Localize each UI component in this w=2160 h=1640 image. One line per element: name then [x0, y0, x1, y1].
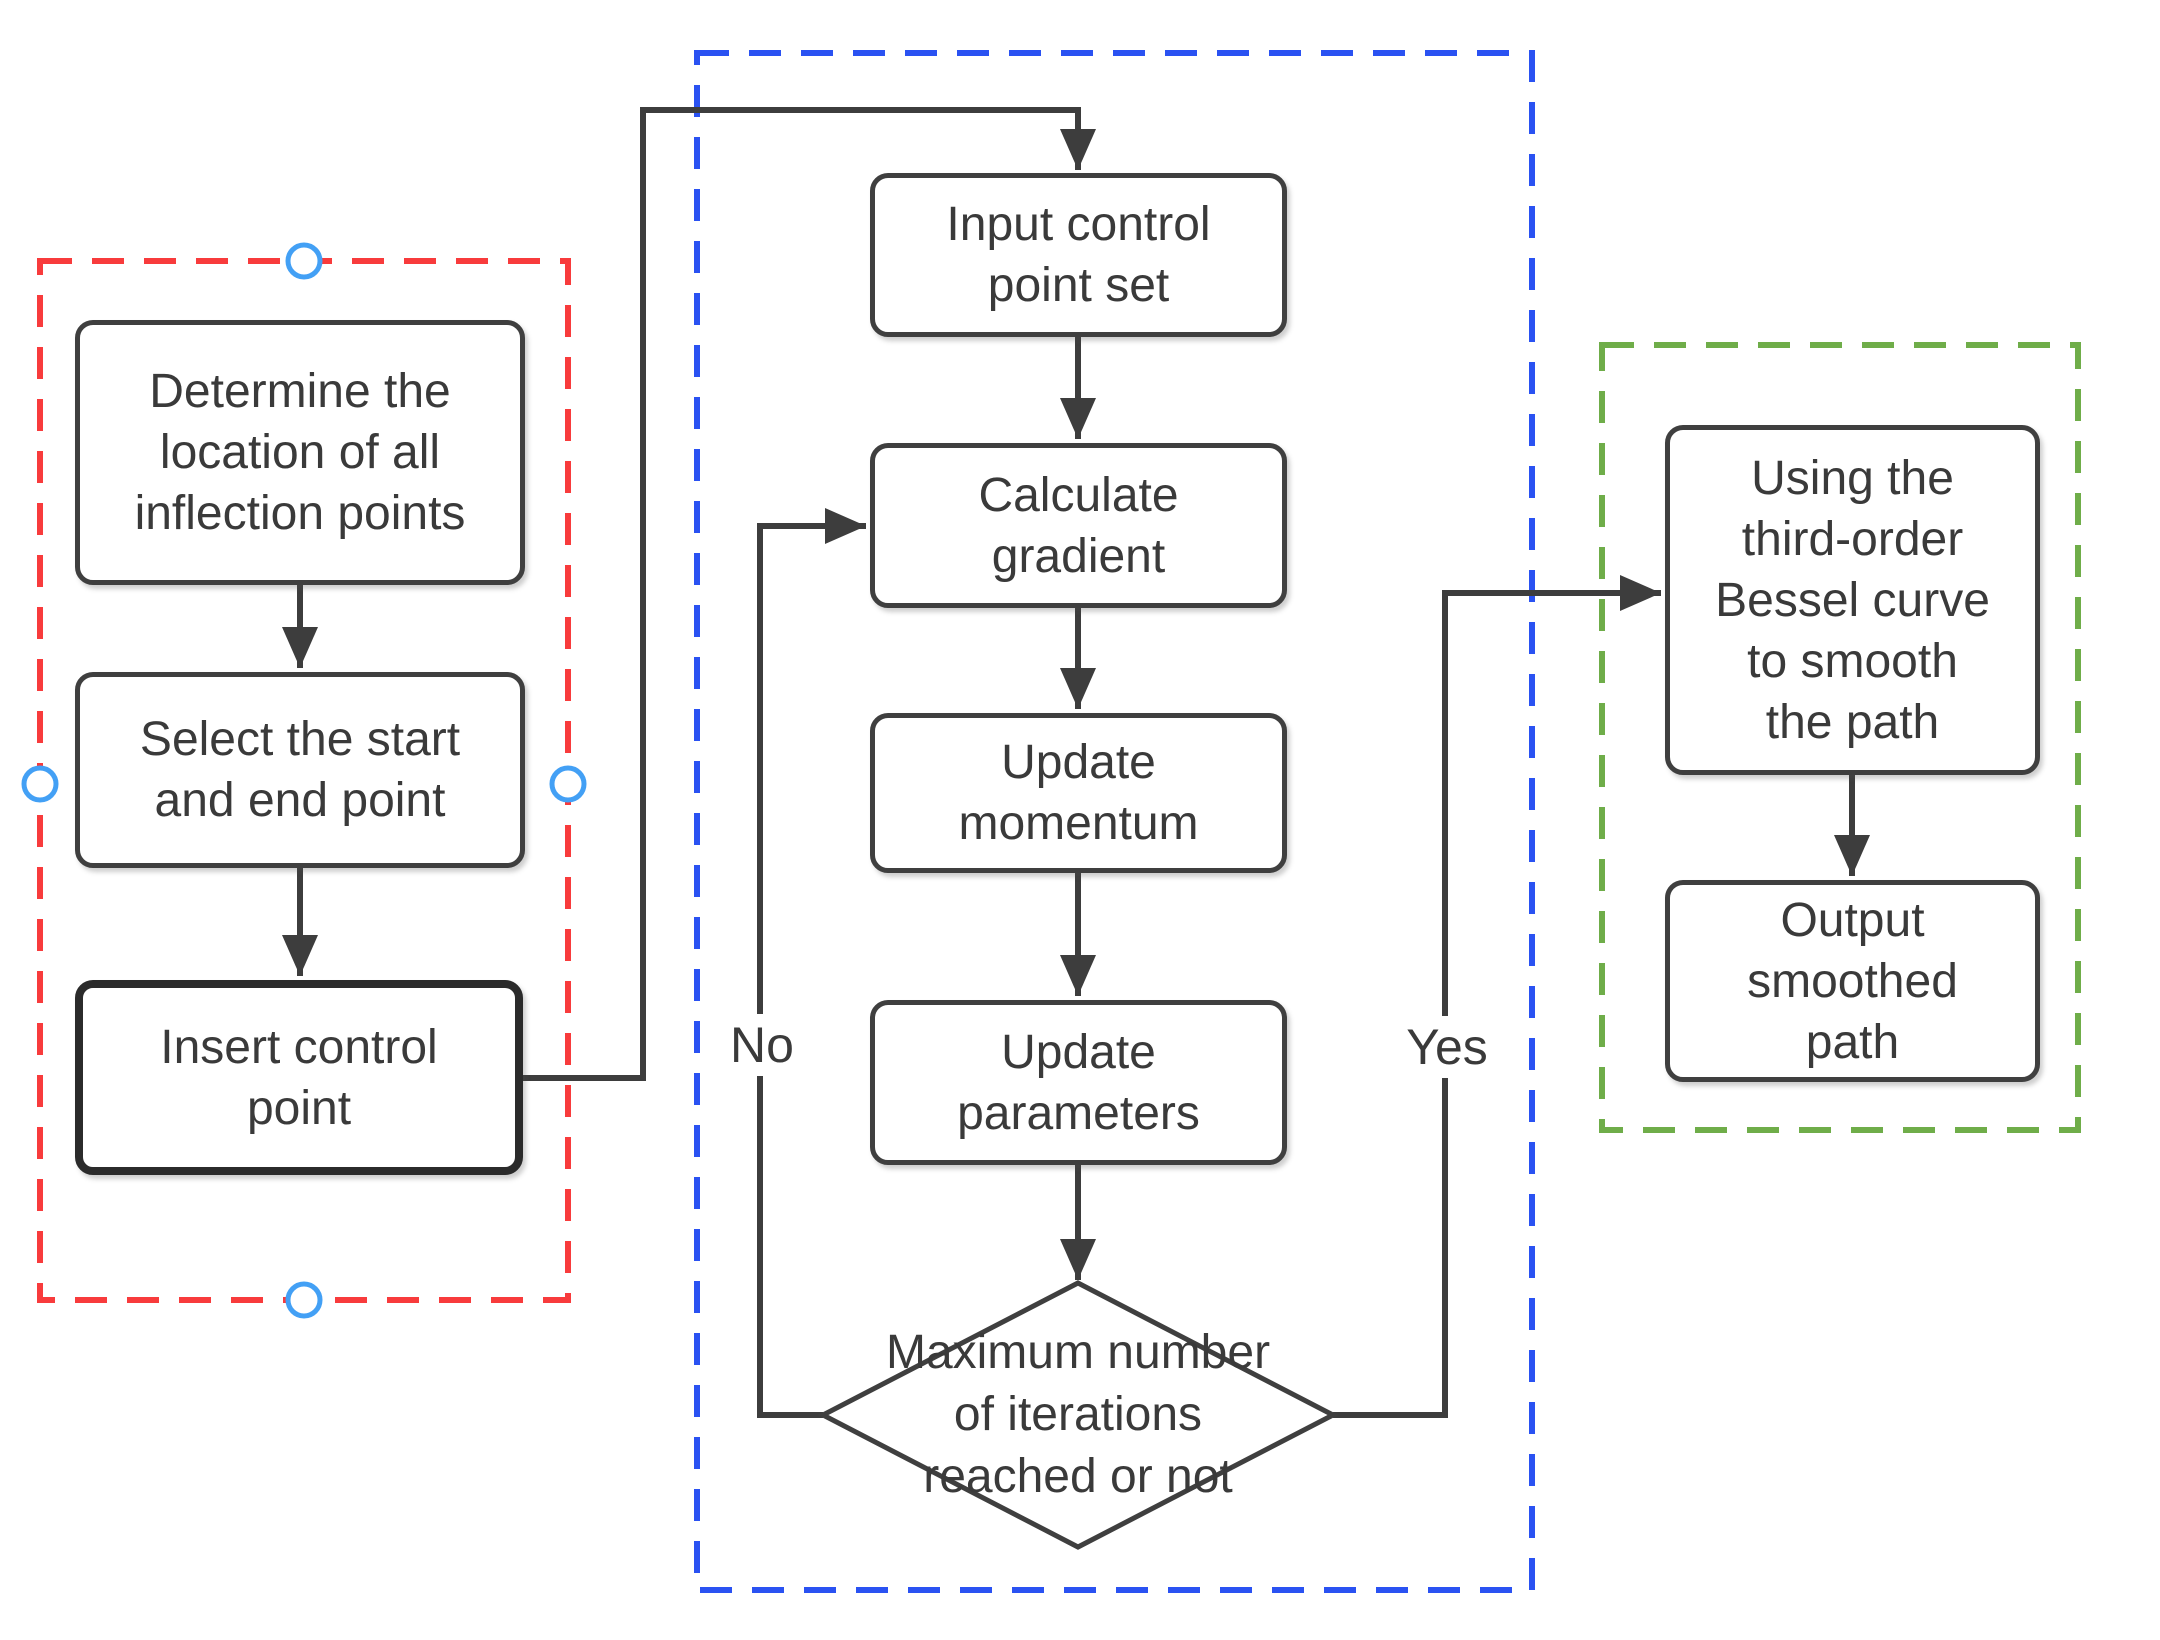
node-select-start-end-point[interactable]: Select the start and end point — [75, 672, 525, 868]
node-output-smoothed-path[interactable]: Output smoothed path — [1665, 880, 2040, 1082]
node-input-control-point-set[interactable]: Input control point set — [870, 173, 1287, 337]
node-max-iterations-decision[interactable] — [817, 1280, 1339, 1550]
edge-insert-to-input — [523, 107, 1096, 1081]
node-update-parameters[interactable]: Update parameters — [870, 1000, 1287, 1165]
edge-label-yes: Yes — [1396, 1016, 1498, 1078]
edge-no-loop — [757, 508, 866, 1418]
node-insert-control-point[interactable]: Insert control point — [75, 980, 523, 1175]
group-smoothing-green[interactable] — [1599, 342, 2081, 1133]
selection-handle-left[interactable] — [21, 765, 59, 803]
edge-yes-to-bessel — [1333, 575, 1661, 1418]
edge-label-no: No — [720, 1014, 804, 1076]
node-update-momentum[interactable]: Update momentum — [870, 713, 1287, 873]
selection-handle-right[interactable] — [549, 765, 587, 803]
node-determine-inflection-points[interactable]: Determine the location of all inflection… — [75, 320, 525, 585]
selection-handle-top[interactable] — [285, 242, 323, 280]
node-calculate-gradient[interactable]: Calculate gradient — [870, 443, 1287, 608]
node-bessel-curve-smooth[interactable]: Using the third-order Bessel curve to sm… — [1665, 425, 2040, 775]
group-optimization-blue[interactable] — [694, 50, 1535, 1593]
selection-handle-bottom[interactable] — [285, 1281, 323, 1319]
